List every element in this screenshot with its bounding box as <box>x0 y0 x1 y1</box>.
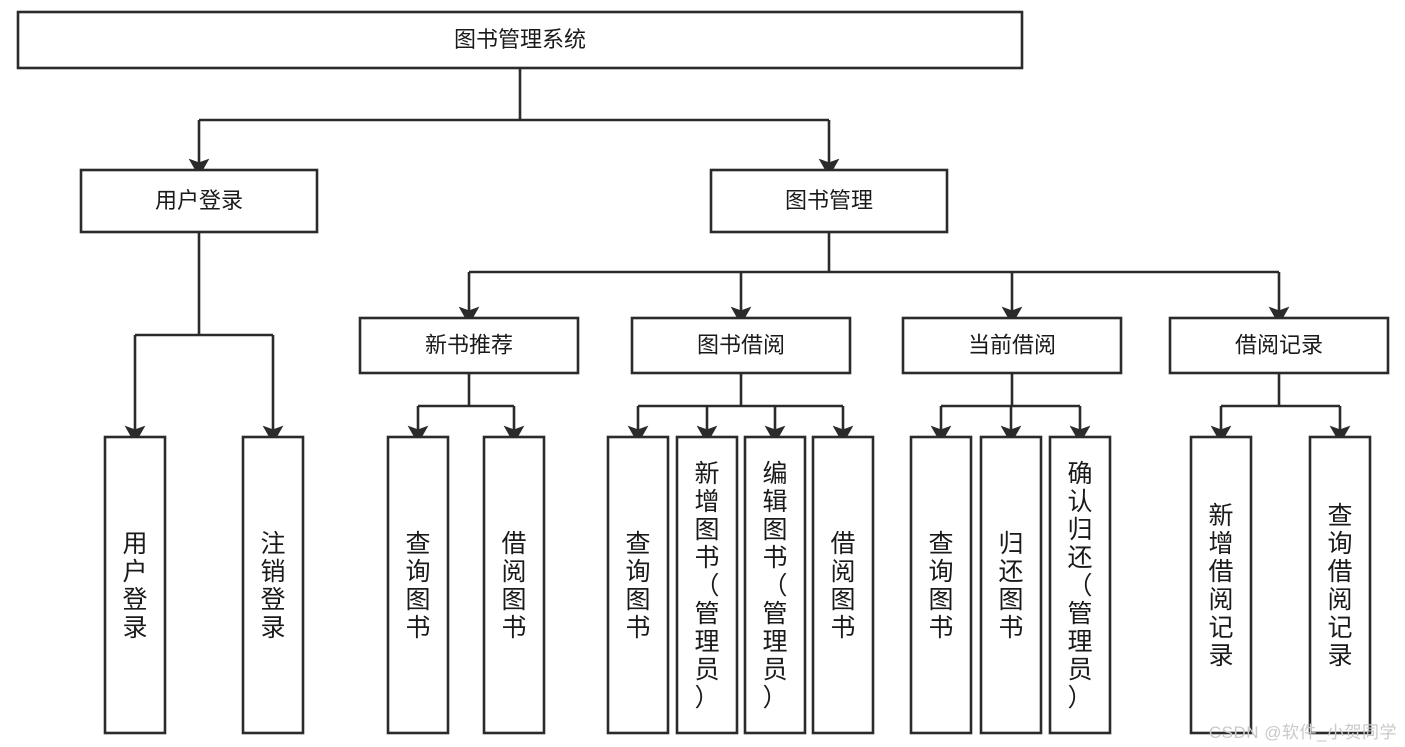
leaf-label: 归还图书 <box>998 530 1023 642</box>
leaf-box[interactable] <box>1308 435 1372 735</box>
node-borrow-record-label: 借阅记录 <box>1235 332 1323 357</box>
leaf-label: 新增借阅记录 <box>1208 502 1233 670</box>
leaf-label: 确认归还（管理员） <box>1067 460 1092 712</box>
leaf-box[interactable] <box>241 435 305 735</box>
node-boxes: 图书管理系统用户登录图书管理新书推荐图书借阅当前借阅借阅记录用户登录注销登录查询… <box>16 10 1390 735</box>
leaf-box[interactable] <box>743 435 807 735</box>
leaf-label: 注销登录 <box>260 530 285 642</box>
leaf-box[interactable] <box>1189 435 1253 735</box>
node-book-borrow-box[interactable] <box>630 316 852 375</box>
node-user-login-label: 用户登录 <box>155 188 243 213</box>
watermark-text: CSDN @软件_小贺同学 <box>1208 723 1397 742</box>
leaf-label: 查询图书 <box>625 530 650 642</box>
node-user-login-box[interactable] <box>79 168 319 234</box>
leaf-label: 新增图书（管理员） <box>694 460 719 712</box>
leaf-box[interactable] <box>909 435 973 735</box>
leaf-box[interactable] <box>1048 435 1112 735</box>
node-borrow-record-box[interactable] <box>1168 316 1390 375</box>
leaf-label: 查询借阅记录 <box>1327 502 1352 670</box>
leaf-box[interactable] <box>811 435 875 735</box>
node-root-label: 图书管理系统 <box>454 27 586 52</box>
leaf-box[interactable] <box>979 435 1043 735</box>
leaf-box[interactable] <box>103 435 167 735</box>
leaf-label: 用户登录 <box>122 530 147 642</box>
leaf-box[interactable] <box>675 435 739 735</box>
node-book-management-box[interactable] <box>709 168 949 234</box>
leaf-box[interactable] <box>482 435 546 735</box>
node-root-box[interactable] <box>16 10 1024 70</box>
node-book-management-label: 图书管理 <box>785 188 873 213</box>
node-new-book-recommend-box[interactable] <box>358 316 580 375</box>
leaf-label: 查询图书 <box>405 530 430 642</box>
leaf-box[interactable] <box>386 435 450 735</box>
node-current-borrow-box[interactable] <box>901 316 1123 375</box>
node-new-book-recommend-label: 新书推荐 <box>425 332 513 357</box>
connector-links <box>124 68 1351 444</box>
leaf-box[interactable] <box>606 435 670 735</box>
node-current-borrow-label: 当前借阅 <box>968 332 1056 357</box>
leaf-label: 编辑图书（管理员） <box>762 460 787 712</box>
leaf-label: 借阅图书 <box>501 530 526 642</box>
node-book-borrow-label: 图书借阅 <box>697 332 785 357</box>
leaf-label: 查询图书 <box>928 530 953 642</box>
leaf-label: 借阅图书 <box>830 530 855 642</box>
